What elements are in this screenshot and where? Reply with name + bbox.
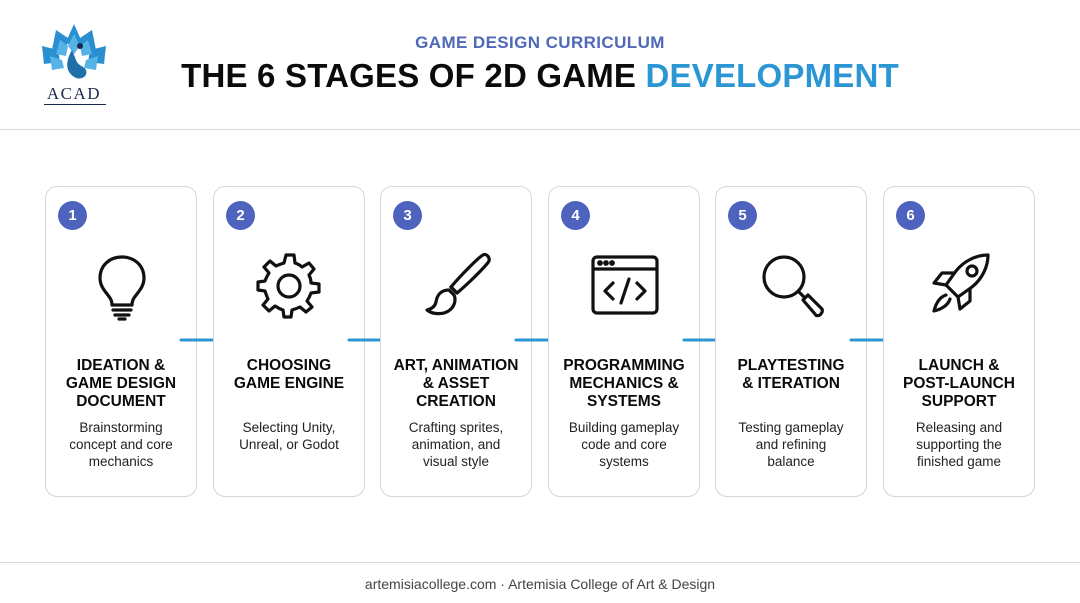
- header-divider: [0, 129, 1080, 130]
- peacock-logo-icon: [42, 24, 106, 79]
- stage-description-line: supporting the: [916, 437, 1002, 452]
- stage-title-line: PROGRAMMING: [563, 357, 685, 374]
- stage-title-line: LAUNCH &: [918, 357, 1000, 374]
- header-kicker: GAME DESIGN CURRICULUM: [415, 33, 665, 52]
- stage-number-badge: 2: [226, 201, 255, 230]
- stage-description-line: Building gameplay: [568, 420, 680, 435]
- stage-description-line: Crafting sprites,: [408, 420, 504, 435]
- magnifier-icon: [752, 245, 832, 325]
- stage-title-line: POST-LAUNCH: [903, 375, 1015, 392]
- stage-description-line: finished game: [916, 454, 1002, 469]
- stage-title: PLAYTESTING& ITERATION: [720, 357, 862, 393]
- stage-title-line: & ASSET: [422, 375, 490, 392]
- gear-icon: [250, 245, 330, 325]
- acad-logo: ACAD: [36, 20, 112, 108]
- stage-title-line: SYSTEMS: [586, 393, 662, 410]
- rocket-icon: [920, 245, 1000, 325]
- stage-description-line: Selecting Unity,: [242, 420, 336, 435]
- stage-title-line: DOCUMENT: [76, 393, 166, 410]
- footer-divider: [0, 562, 1080, 563]
- stage-title-line: SUPPORT: [921, 393, 997, 410]
- stage-number-badge: 3: [393, 201, 422, 230]
- stage-description-line: and refining: [755, 437, 827, 452]
- stage-title-line: GAME DESIGN: [65, 375, 177, 392]
- stage-number-badge: 4: [561, 201, 590, 230]
- stage-description-line: visual style: [422, 454, 490, 469]
- stage-description-line: Unreal, or Godot: [239, 437, 339, 452]
- stage-title-line: & ITERATION: [742, 375, 840, 392]
- stage-description-line: balance: [767, 454, 815, 469]
- stage-title-line: CREATION: [416, 393, 496, 410]
- stage-description-line: concept and core: [69, 437, 173, 452]
- footer-text: artemisiacollege.com · Artemisia College…: [364, 576, 716, 592]
- stage-description: Releasing and supporting the finished game: [890, 419, 1028, 470]
- stage-number-badge: 5: [728, 201, 757, 230]
- stage-title-line: IDEATION &: [76, 357, 166, 374]
- logo-underline: [44, 104, 106, 105]
- stage-title-line: CHOOSING: [246, 357, 332, 374]
- stage-description-line: systems: [599, 454, 649, 469]
- stage-number-badge: 1: [58, 201, 87, 230]
- stage-title-line: MECHANICS &: [569, 375, 679, 392]
- stage-description: Crafting sprites, animation, and visual st…: [387, 419, 525, 470]
- page-title: THE 6 STAGES OF 2D GAME DEVELOPMENT: [0, 57, 1080, 95]
- stage-description-line: Brainstorming: [79, 420, 163, 435]
- lightbulb-icon: [82, 245, 162, 325]
- stage-description: Brainstorming concept and core mechanics: [52, 419, 190, 470]
- title-main: THE 6 STAGES OF 2D GAME: [181, 57, 646, 94]
- stage-description-line: animation, and: [411, 437, 501, 452]
- stage-description: Testing gameplay and refining balance: [722, 419, 860, 470]
- logo-text: ACAD: [46, 84, 102, 103]
- stage-description-line: Testing gameplay: [738, 420, 844, 435]
- stage-description-line: Releasing and: [915, 420, 1003, 435]
- stage-description-line: mechanics: [88, 454, 154, 469]
- paintbrush-icon: [417, 245, 497, 325]
- stage-title-line: PLAYTESTING: [737, 357, 845, 374]
- stage-title-line: GAME ENGINE: [233, 375, 345, 392]
- stage-description-line: code and core: [581, 437, 667, 452]
- title-accent: DEVELOPMENT: [645, 57, 899, 94]
- stage-title-line: ART, ANIMATION: [393, 357, 519, 374]
- stage-description: Building gameplay code and core systems: [555, 419, 693, 470]
- stage-number-badge: 6: [896, 201, 925, 230]
- code-window-icon: [585, 245, 665, 325]
- stage-description: Selecting Unity, Unreal, or Godot: [220, 419, 358, 453]
